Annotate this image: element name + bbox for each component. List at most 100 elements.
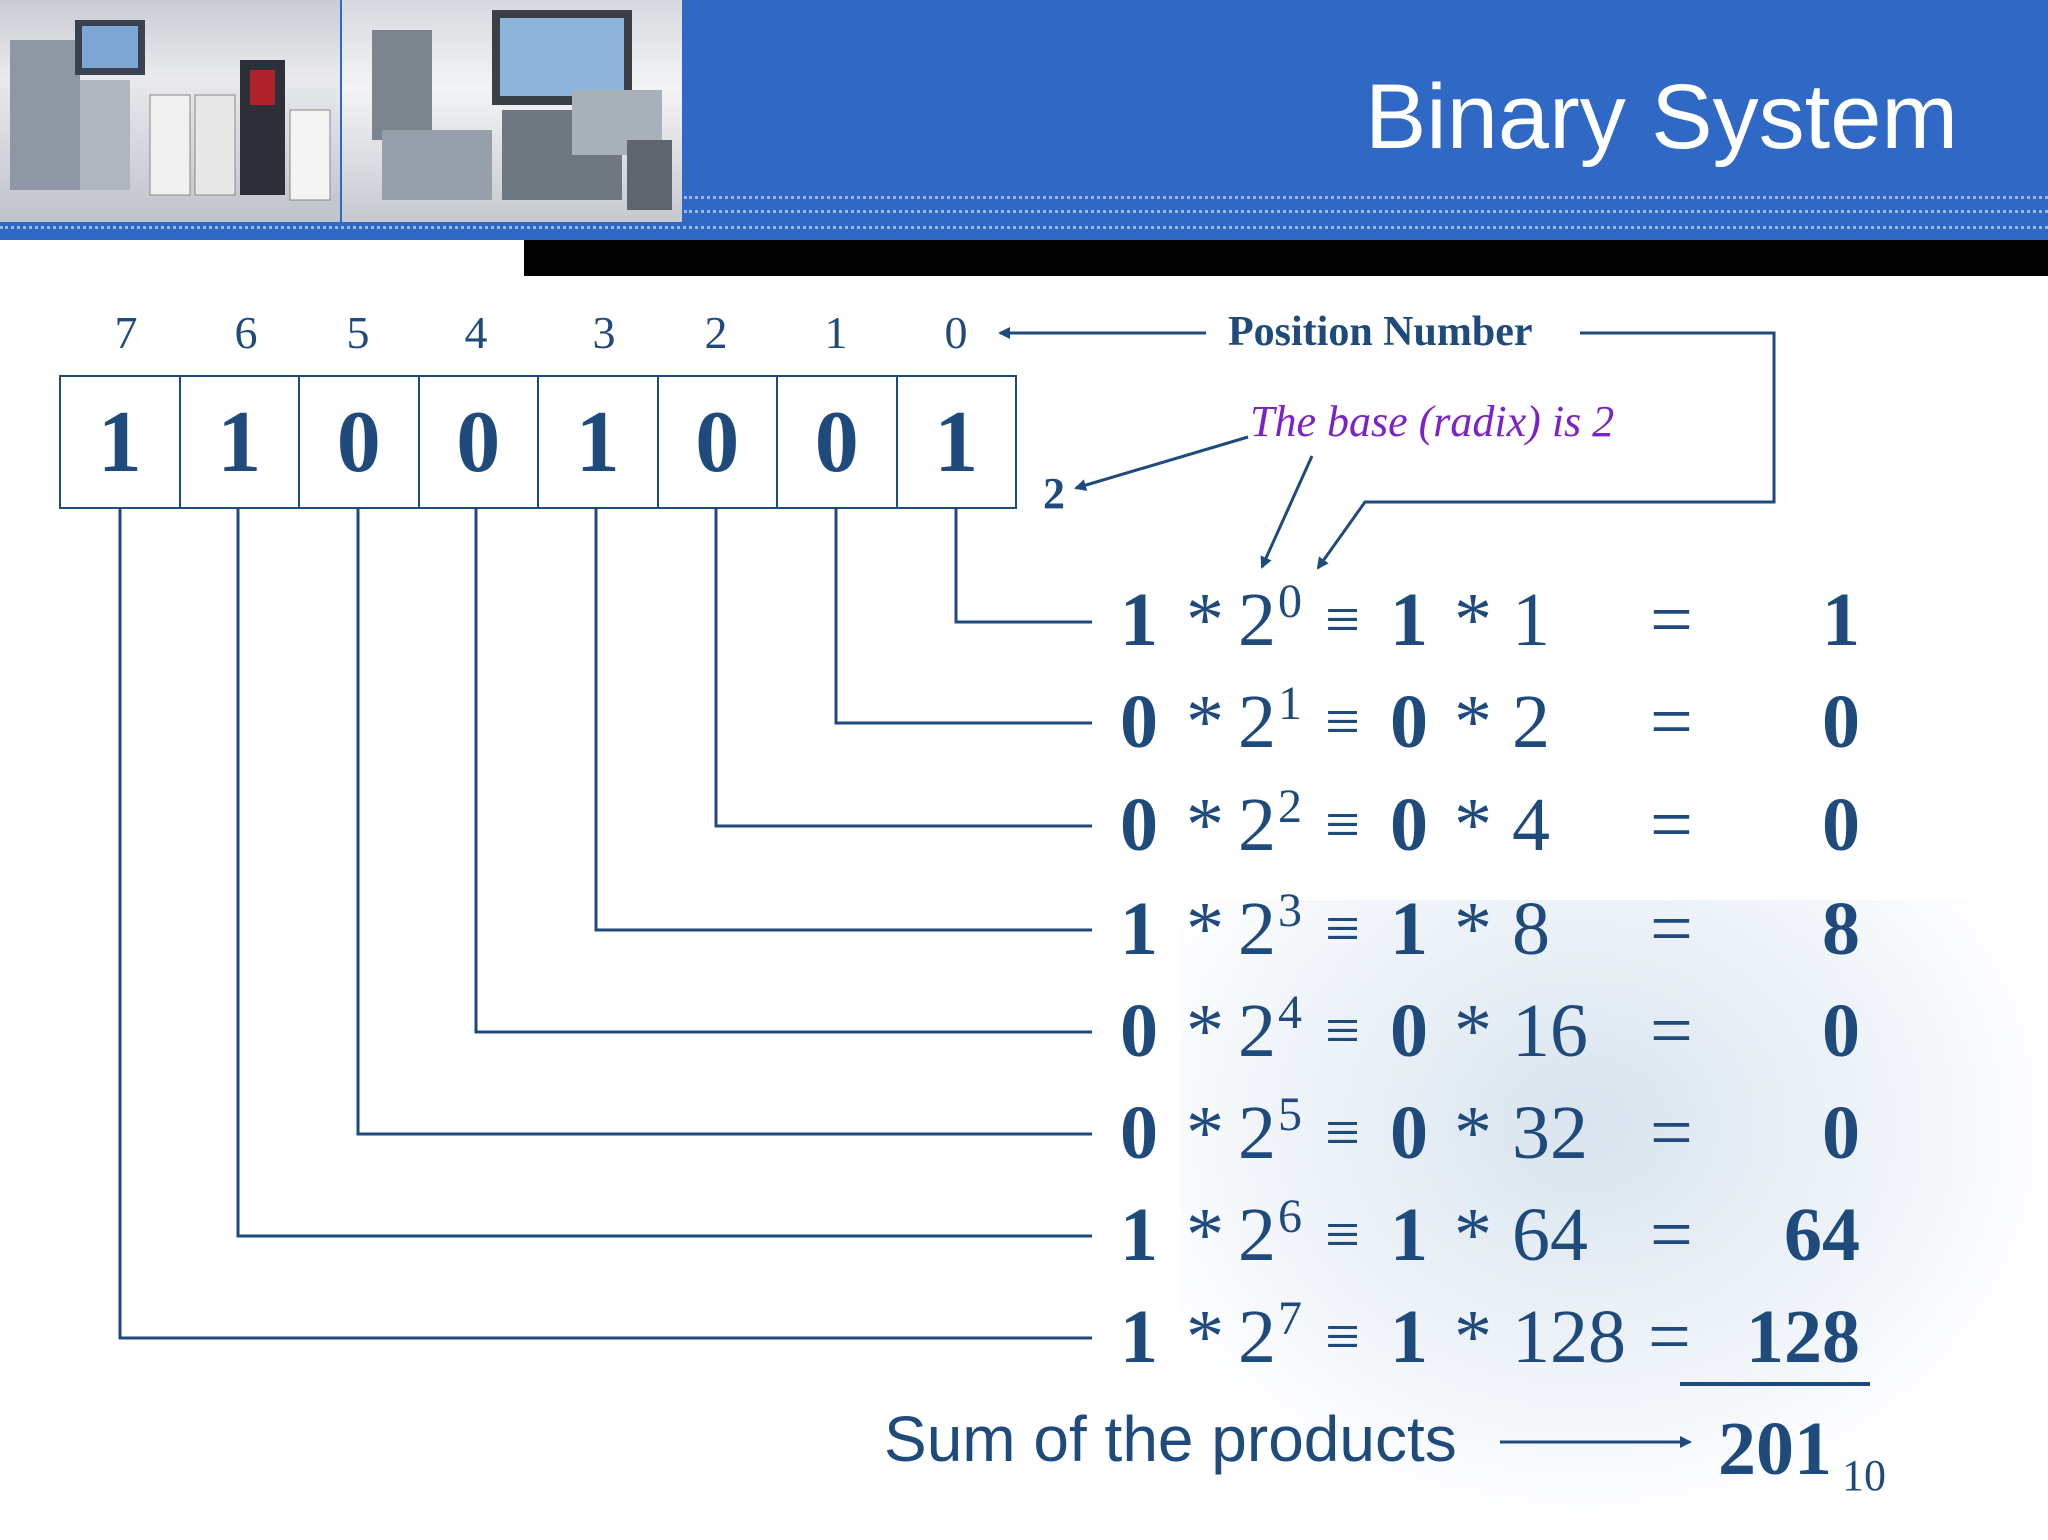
bit-box: 1	[97, 393, 142, 491]
binary-digit-boxes: 1 1 0 0 1 0 0 1	[59, 375, 1017, 509]
row-power-value: 16	[1512, 989, 1588, 1073]
expansion-row: 1 * 2 3 ≡ 1 * 8 = 8	[1120, 884, 1860, 974]
multiply-sign: *	[1454, 1091, 1492, 1175]
position-number: 2	[704, 307, 728, 358]
multiply-sign: *	[1454, 680, 1492, 764]
row-product: 0	[1822, 680, 1860, 764]
row-bit: 0	[1120, 989, 1158, 1073]
equals-sign: =	[1650, 680, 1693, 764]
equivalence-sign: ≡	[1325, 997, 1360, 1065]
row-product: 1	[1822, 578, 1860, 662]
header-divider-dots	[684, 196, 2048, 199]
row-power-value: 1	[1512, 578, 1550, 662]
header-bar	[0, 0, 2048, 240]
row-product: 64	[1784, 1193, 1860, 1277]
position-number: 7	[114, 307, 138, 358]
header-divider-dots	[684, 210, 2048, 213]
row-product: 8	[1822, 887, 1860, 971]
sum-underline	[1680, 1382, 1870, 1386]
equals-sign: =	[1650, 989, 1693, 1073]
row-power-value: 128	[1512, 1295, 1626, 1379]
row-bit-repeat: 0	[1390, 1091, 1428, 1175]
bit-box: 0	[776, 377, 896, 507]
equivalence-sign: ≡	[1325, 1099, 1360, 1167]
equals-sign: =	[1650, 1091, 1693, 1175]
equals-sign: =	[1650, 783, 1693, 867]
plc-modules-illustration	[372, 10, 672, 210]
expansion-row: 0 * 2 2 ≡ 0 * 4 = 0	[1120, 780, 1860, 870]
equals-sign: =	[1650, 887, 1693, 971]
header-divider-dots	[0, 226, 2048, 229]
bit-box: 1	[178, 377, 299, 507]
row-power-value: 64	[1512, 1193, 1588, 1277]
row-bit-repeat: 0	[1390, 989, 1428, 1073]
row-product: 0	[1822, 989, 1860, 1073]
bit-box: 1	[895, 377, 1016, 507]
equivalence-sign: ≡	[1325, 586, 1360, 654]
row-power-value: 32	[1512, 1091, 1588, 1175]
equals-sign: =	[1648, 1295, 1691, 1379]
row-base: 2	[1238, 783, 1276, 867]
row-bit-repeat: 0	[1390, 680, 1428, 764]
equals-sign: =	[1650, 1193, 1693, 1277]
row-product: 128	[1746, 1295, 1860, 1379]
equivalence-sign: ≡	[1325, 1201, 1360, 1269]
position-number: 5	[346, 307, 370, 358]
row-exponent: 0	[1278, 575, 1302, 628]
multiply-sign: *	[1186, 1091, 1224, 1175]
row-bit-repeat: 1	[1390, 1193, 1428, 1277]
expansion-row: 0 * 2 5 ≡ 0 * 32 = 0	[1120, 1088, 1860, 1178]
row-bit-repeat: 1	[1390, 1295, 1428, 1379]
plc-equipment-illustration	[10, 20, 331, 201]
row-bit-repeat: 1	[1390, 578, 1428, 662]
row-bit: 0	[1120, 783, 1158, 867]
position-number: 1	[824, 307, 848, 358]
row-power-value: 8	[1512, 887, 1550, 971]
multiply-sign: *	[1186, 578, 1224, 662]
position-number-label: Position Number	[1228, 309, 1533, 355]
row-base: 2	[1238, 1091, 1276, 1175]
multiply-sign: *	[1186, 783, 1224, 867]
bit-box: 0	[417, 377, 538, 507]
bit-box: 0	[298, 377, 418, 507]
radix-value: 2	[1043, 469, 1065, 518]
expansion-row: 1 * 2 7 ≡ 1 * 128 = 128	[1120, 1292, 1860, 1382]
sum-label: Sum of the products	[884, 1403, 1457, 1475]
equivalence-sign: ≡	[1325, 688, 1360, 756]
multiply-sign: *	[1454, 783, 1492, 867]
multiply-sign: *	[1186, 887, 1224, 971]
row-bit: 1	[1120, 1193, 1158, 1277]
plc-equipment-photo	[0, 0, 340, 222]
row-product: 0	[1822, 783, 1860, 867]
expansion-row: 0 * 2 4 ≡ 0 * 16 = 0	[1120, 986, 1860, 1076]
row-power-value: 4	[1512, 783, 1550, 867]
row-bit: 1	[1120, 1295, 1158, 1379]
position-number: 6	[234, 307, 258, 358]
multiply-sign: *	[1454, 1193, 1492, 1277]
row-base: 2	[1238, 989, 1276, 1073]
multiply-sign: *	[1186, 989, 1224, 1073]
multiply-sign: *	[1186, 1295, 1224, 1379]
expansion-row: 1 * 2 6 ≡ 1 * 64 = 64	[1120, 1190, 1860, 1280]
expansion-row: 0 * 2 1 ≡ 0 * 2 = 0	[1120, 677, 1860, 767]
row-exponent: 1	[1278, 677, 1302, 730]
background-people-watermark	[1180, 900, 2048, 1540]
row-bit: 0	[1120, 1091, 1158, 1175]
row-exponent: 7	[1278, 1292, 1302, 1345]
page-title: Binary System	[1364, 66, 1958, 168]
expansion-row: 1 * 2 0 ≡ 1 * 1 = 1	[1120, 575, 1860, 665]
plc-modules-photo	[342, 0, 682, 222]
row-base: 2	[1238, 1193, 1276, 1277]
multiply-sign: *	[1454, 578, 1492, 662]
header-black-bar	[524, 240, 2048, 276]
row-base: 2	[1238, 887, 1276, 971]
multiply-sign: *	[1454, 1295, 1492, 1379]
multiply-sign: *	[1186, 680, 1224, 764]
row-exponent: 3	[1278, 884, 1302, 937]
multiply-sign: *	[1454, 989, 1492, 1073]
equivalence-sign: ≡	[1325, 791, 1360, 859]
row-bit: 1	[1120, 887, 1158, 971]
position-number: 3	[592, 307, 616, 358]
row-bit-repeat: 1	[1390, 887, 1428, 971]
